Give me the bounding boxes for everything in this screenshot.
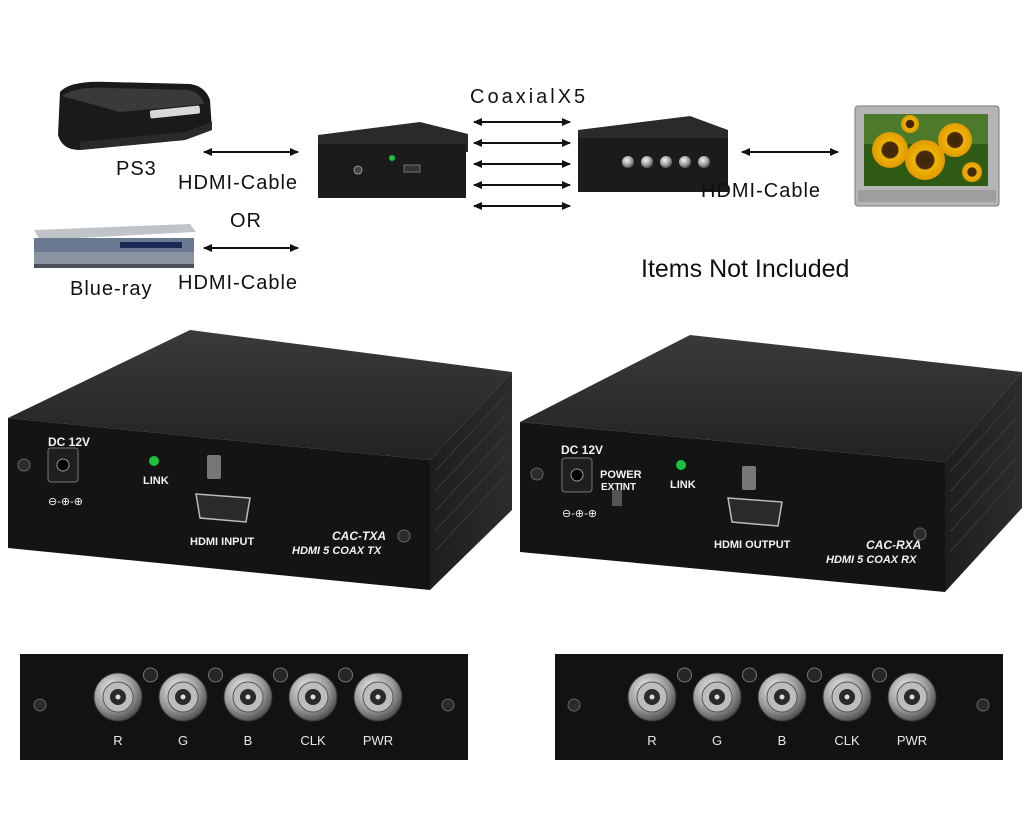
- bluray-player-icon: [34, 224, 196, 268]
- rx-ext-label: EXT: [601, 482, 620, 493]
- rx-bnc-connector-b: [757, 672, 807, 722]
- rx-link-label: LINK: [670, 479, 696, 491]
- tx-box-small-icon: [318, 122, 468, 198]
- rx-power-label: POWER: [600, 469, 642, 481]
- tx-model-label: CAC-TXA: [332, 529, 386, 543]
- rx-unit: DC 12V ⊖-⊕-⊕ POWER EXT INT LINK HDMI OUT…: [520, 335, 1022, 592]
- tx-screw-icon: [143, 667, 158, 683]
- rx-model-label: CAC-RXA: [866, 538, 921, 552]
- tx-screw-icon: [338, 667, 353, 683]
- tx-dc-label: DC 12V: [48, 435, 90, 449]
- tx-desc-label: HDMI 5 COAX TX: [292, 545, 382, 557]
- blueray-label: Blue-ray: [70, 278, 153, 300]
- hdmi-cable-label-1: HDMI-Cable: [178, 172, 299, 194]
- rx-bnc-connector-g: [692, 672, 742, 722]
- tx-connector-label: B: [244, 733, 253, 748]
- hdmi-cable-label-2: HDMI-Cable: [178, 272, 299, 294]
- tx-bnc-connector-r: [93, 672, 143, 722]
- tx-bnc-connector-g: [158, 672, 208, 722]
- tv-icon: [854, 105, 1000, 207]
- rx-screw-icon: [742, 667, 757, 683]
- tx-port-label: HDMI INPUT: [190, 536, 254, 548]
- rx-bnc-connector-r: [627, 672, 677, 722]
- tx-screw-icon: [208, 667, 223, 683]
- svg-text:⊖-⊕-⊕: ⊖-⊕-⊕: [48, 496, 83, 508]
- ps3-console-icon: [58, 81, 212, 150]
- hdmi-cable-label-3: HDMI-Cable: [701, 180, 822, 202]
- rx-screw-icon: [872, 667, 887, 683]
- coaxial-label: CoaxialX5: [470, 86, 589, 108]
- tx-connector-label: PWR: [363, 733, 393, 748]
- rx-dc-label: DC 12V: [561, 443, 603, 457]
- rx-connector-label: PWR: [897, 733, 927, 748]
- rx-bnc-connector-pwr: [887, 672, 937, 722]
- tx-bnc-connector-b: [223, 672, 273, 722]
- rx-int-label: INT: [620, 482, 636, 493]
- tx-connector-label: G: [178, 733, 188, 748]
- rx-port-label: HDMI OUTPUT: [714, 539, 791, 551]
- rx-bnc-connector-clk: [822, 672, 872, 722]
- tx-bnc-connector-clk: [288, 672, 338, 722]
- tx-bnc-connector-pwr: [353, 672, 403, 722]
- rx-connector-label: CLK: [834, 733, 860, 748]
- tx-link-label: LINK: [143, 475, 169, 487]
- tx-screw-icon: [273, 667, 288, 683]
- svg-text:⊖-⊕-⊕: ⊖-⊕-⊕: [562, 508, 597, 520]
- rx-box-small-icon: [578, 116, 728, 192]
- coax-arrows: [473, 118, 571, 210]
- rx-screw-icon: [807, 667, 822, 683]
- rx-connector-label: R: [647, 733, 656, 748]
- rx-connector-label: B: [778, 733, 787, 748]
- rx-connector-label: G: [712, 733, 722, 748]
- ps3-label: PS3: [116, 158, 157, 180]
- tx-connector-label: CLK: [300, 733, 326, 748]
- or-label: OR: [230, 210, 262, 232]
- tx-unit: DC 12V ⊖-⊕-⊕ LINK HDMI INPUT CAC-TXA HDM…: [8, 330, 512, 590]
- rx-desc-label: HDMI 5 COAX RX: [826, 554, 917, 566]
- rx-screw-icon: [677, 667, 692, 683]
- items-not-included-label: Items Not Included: [641, 255, 850, 283]
- tx-connector-label: R: [113, 733, 122, 748]
